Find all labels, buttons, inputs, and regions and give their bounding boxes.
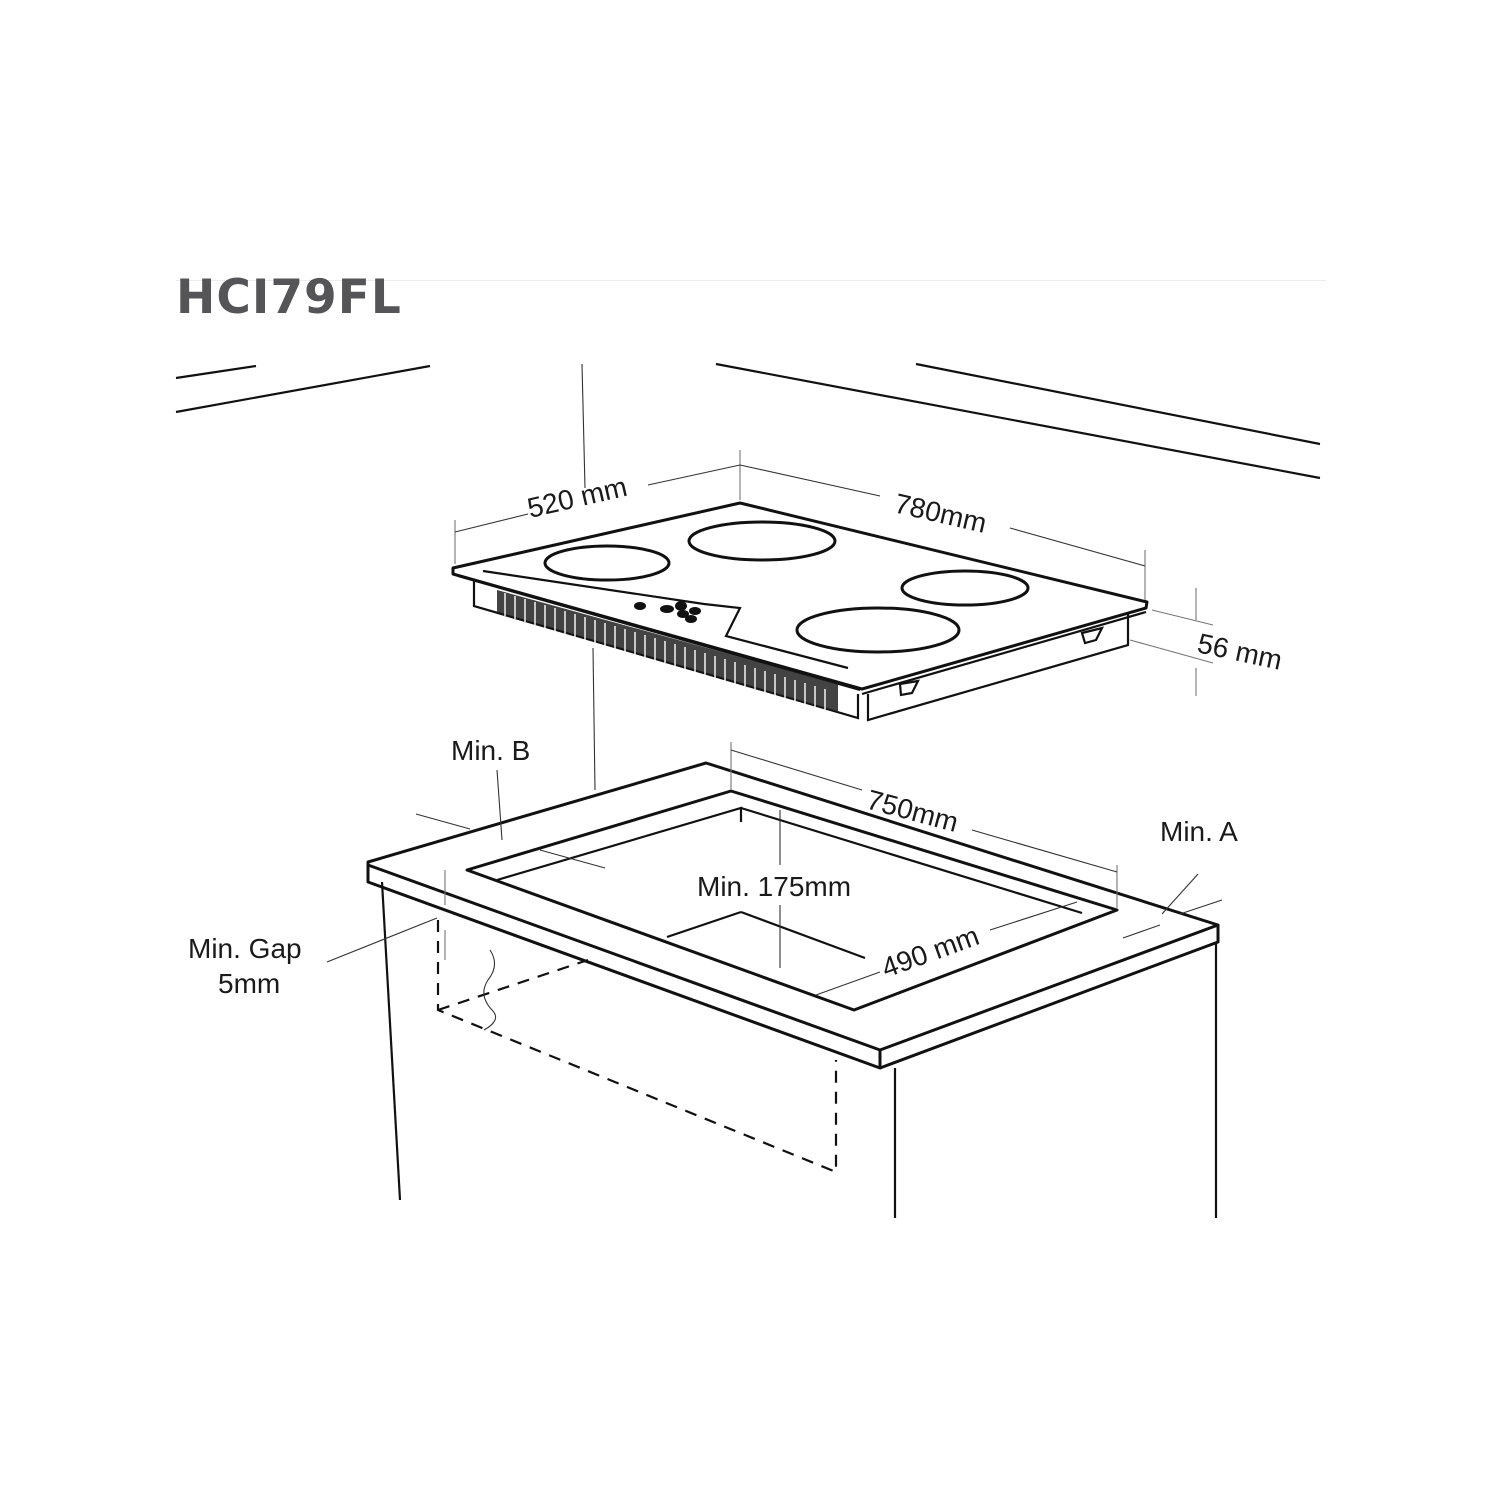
wall-lines (175, 362, 1321, 489)
label-min-a: Min. A (1160, 816, 1238, 847)
cooking-zone-rear-right (900, 569, 1030, 607)
bracket-icon (1080, 626, 1105, 645)
cooking-zone-rear-left (687, 520, 837, 562)
label-cutout-depth: 490 mm (877, 920, 983, 984)
cutout-dimensions (326, 742, 1223, 996)
worktop (366, 761, 1220, 1218)
label-hob-width: 780mm (892, 488, 990, 539)
label-min-gap-line2: 5mm (218, 968, 280, 999)
model-title: HCI79FL (176, 270, 402, 325)
cooking-zone-front-left (543, 544, 671, 582)
label-min-gap-line1: Min. Gap (188, 933, 302, 964)
vent-grille-icon (497, 590, 838, 712)
title-rule (176, 280, 1326, 281)
label-min-depth: Min. 175mm (697, 871, 851, 902)
hob-dimensions (454, 450, 1214, 791)
label-min-b: Min. B (451, 735, 530, 766)
label-hob-height: 56 mm (1195, 628, 1285, 676)
cooking-zone-front-right (795, 606, 961, 654)
label-hob-depth: 520 mm (524, 471, 630, 524)
bracket-icon (898, 679, 920, 697)
hob (451, 501, 1149, 722)
control-buttons-icon (634, 601, 701, 623)
